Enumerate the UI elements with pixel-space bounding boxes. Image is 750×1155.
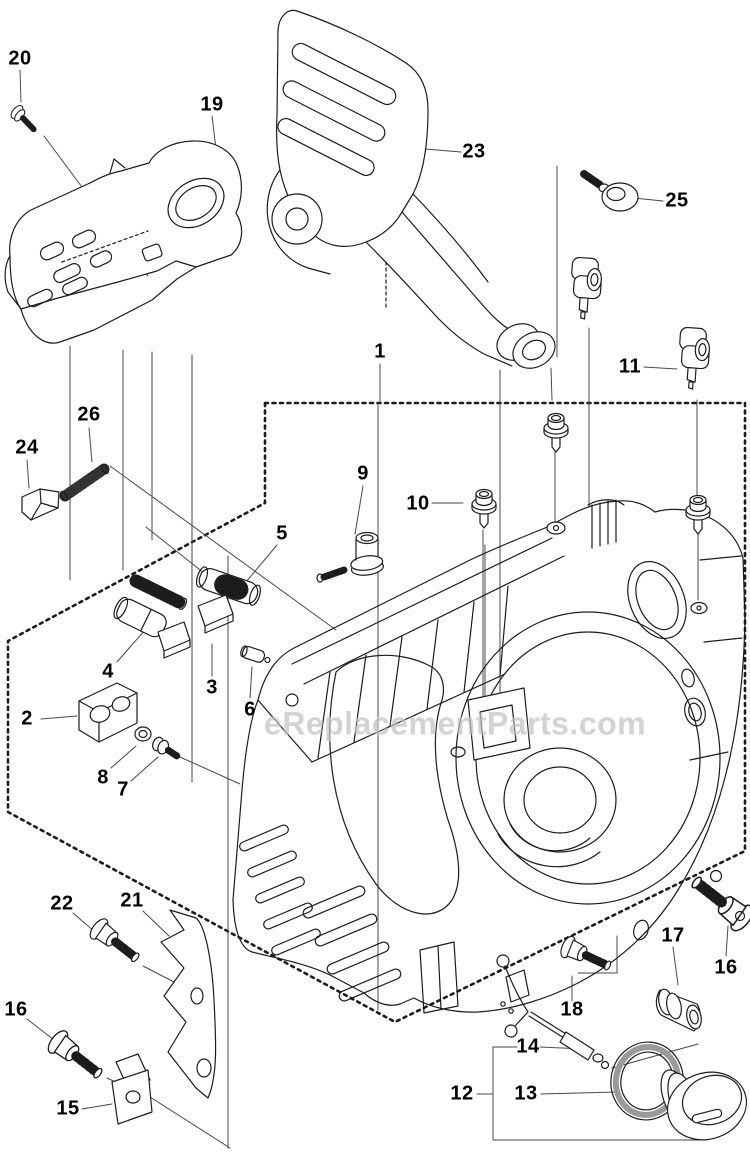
part-5-pin [195,566,262,606]
callout-24: 24 [15,436,39,459]
callout-16: 16 [4,998,28,1021]
callout-16: 16 [714,956,738,979]
part-2-bracket [78,682,138,743]
part-21-felling-dog [160,909,217,1099]
part-4-piston-assembly [113,574,191,659]
callout-25: 25 [665,189,689,212]
part-7-screw [152,736,181,760]
callout-20: 20 [8,47,32,70]
callout-8: 8 [97,766,109,789]
callout-13: 13 [514,1082,538,1105]
part-9-elbow-fitting [316,531,384,583]
callout-2: 2 [21,707,33,730]
part-25-shoulder-screw [580,170,639,212]
callout-19: 19 [200,93,224,116]
part-20-screw [10,105,37,133]
part-14-pickup-line [496,954,610,1070]
callout-3: 3 [206,676,218,699]
part-8-cap [134,726,152,742]
part-15-clamp-plate [111,1053,153,1125]
callout-1: 1 [374,340,386,363]
part-1-crankcase [232,499,746,1014]
part-24-block [21,488,60,521]
callout-7: 7 [117,778,129,801]
leader-lines [19,69,729,1149]
part-18-bolt [558,934,615,977]
callout-5: 5 [276,522,288,545]
part-22-bolt [87,916,145,968]
callout-4: 4 [102,660,114,683]
callout-17: 17 [661,924,685,947]
part-17-plug [655,988,702,1032]
callout-22: 22 [50,892,74,915]
part-10-flange-screws [471,412,711,535]
assembly-1-dashed-box [6,401,747,1024]
callout-23: 23 [462,140,486,163]
callout-15: 15 [56,1097,80,1120]
callout-21: 21 [120,889,144,912]
part-12-cap [660,1069,747,1141]
part-16-bolt-right [685,869,750,935]
part-26-spring [59,463,110,502]
callout-26: 26 [77,403,101,426]
part-23-hand-guard [266,9,556,369]
part-19-brake-cover [4,140,243,344]
callout-12: 12 [450,1082,474,1105]
callout-10: 10 [406,492,430,515]
part-16-bolt-left [45,1028,108,1086]
part-6-pin [240,645,271,664]
callout-14: 14 [516,1035,540,1058]
callout-18: 18 [560,998,584,1021]
callout-9: 9 [357,462,369,485]
callout-11: 11 [618,355,642,378]
part-3-piston-plate [197,594,234,634]
callout-6: 6 [244,698,256,721]
